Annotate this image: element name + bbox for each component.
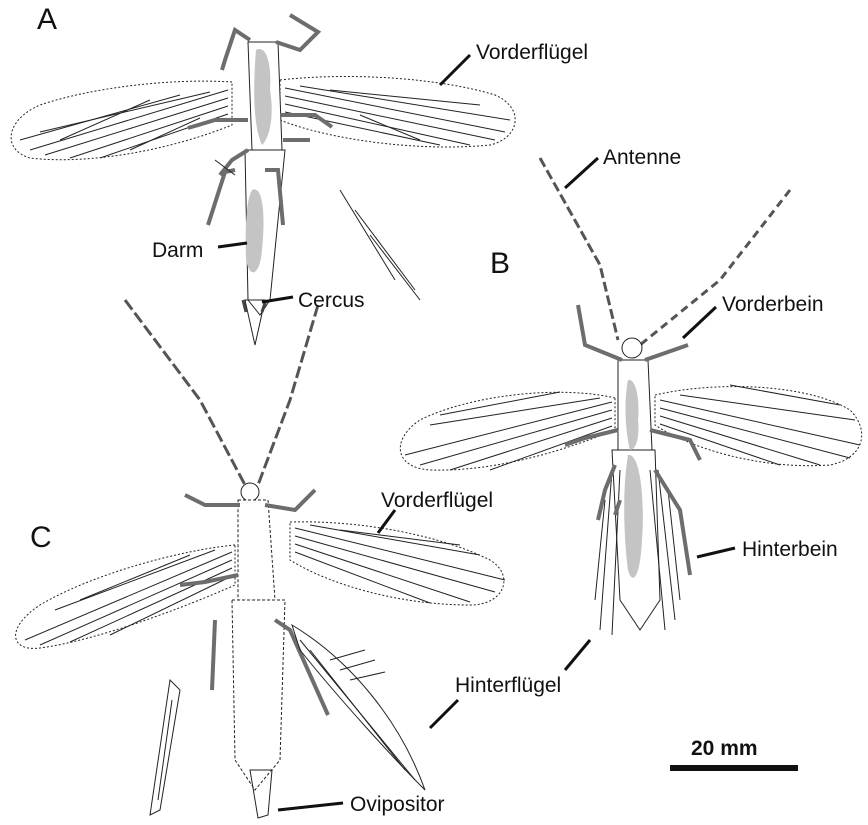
leader-hinterfluegel-2 [430,700,458,728]
specimen-c-abdomen [232,600,285,790]
specimen-b-left-wing-veins [405,392,612,470]
panel-label-a: A [37,5,57,35]
specimen-b [400,158,861,635]
label-vorderfluegel-a: Vorderflügel [476,42,588,63]
label-antenne: Antenne [603,147,681,168]
leader-ovipositor [278,803,343,810]
leader-vorderfluegel-a [440,55,470,85]
label-ovipositor: Ovipositor [350,794,445,815]
specimen-b-right-wing-veins [660,385,860,465]
specimen-b-left-forewing [400,392,615,470]
leader-hinterbein [697,548,735,557]
label-cercus: Cercus [298,290,365,311]
specimen-c-left-wing-veins [25,550,232,645]
specimen-c-right-wing-veins [295,525,505,603]
leader-hinterfluegel [565,640,590,670]
specimen-c-hindwing-veins [300,640,415,780]
specimen-a [11,15,515,345]
specimen-c-thorax [238,500,275,600]
scale-bar-label: 20 mm [691,738,758,759]
leader-antenne [565,158,598,188]
specimen-b-right-antenna [640,190,790,345]
panel-label-b: B [490,249,510,279]
specimen-c-left-antenna [125,300,245,485]
specimen-b-head [622,338,642,358]
specimen-b-right-forewing [655,387,862,466]
label-vorderfluegel-c: Vorderflügel [381,490,493,511]
specimen-a-left-forewing [11,81,232,160]
specimen-c-head [241,483,259,501]
specimen-c-right-antenna [258,305,318,485]
label-darm: Darm [152,240,203,261]
panel-label-c: C [30,523,52,553]
specimen-c-left-forewing [16,545,235,648]
label-hinterbein: Hinterbein [742,539,838,560]
label-hinterfluegel: Hinterflügel [455,675,561,696]
specimen-c [16,300,505,818]
leader-vorderfluegel-c [378,510,395,533]
leader-vorderbein [683,307,716,338]
label-vorderbein: Vorderbein [722,294,824,315]
leader-darm [218,243,247,247]
specimen-c-hindwing [292,625,425,790]
